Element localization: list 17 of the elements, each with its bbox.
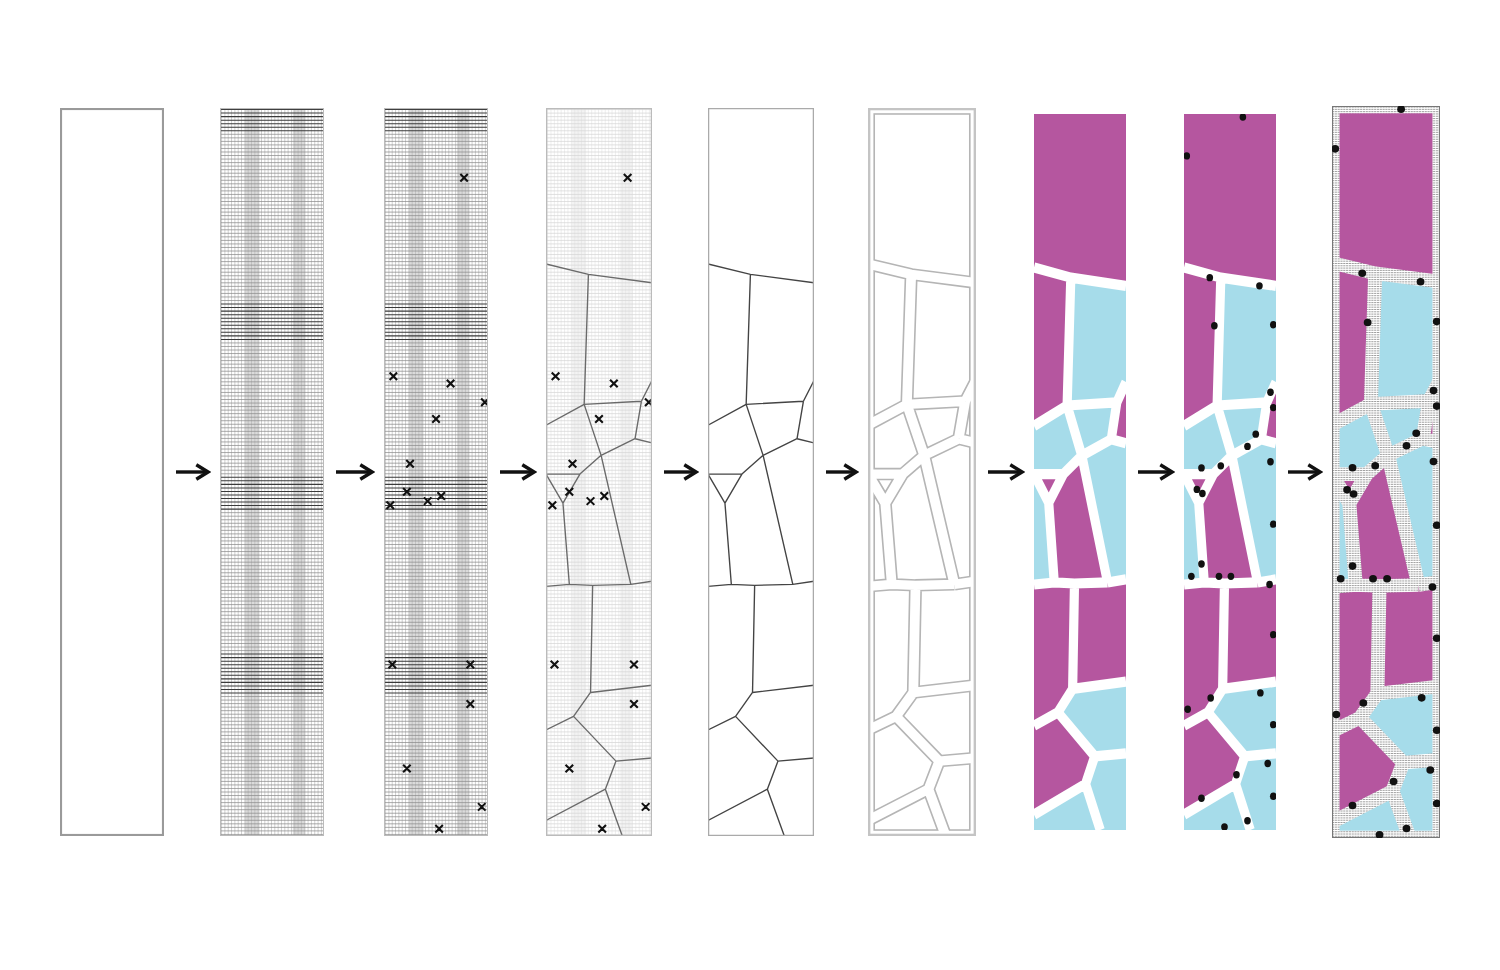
colored-cell-drawing [1034, 114, 1126, 830]
arrow [826, 463, 858, 481]
colored-cells-with-dots [1184, 114, 1276, 830]
arrow [176, 463, 210, 481]
arrow [664, 463, 698, 481]
cell-outline-drawing [868, 108, 976, 836]
arrow [1138, 463, 1174, 481]
grid-drawing [220, 108, 324, 836]
arrow [336, 463, 374, 481]
empty-rectangle [60, 108, 164, 836]
voronoi-diagram [708, 108, 814, 836]
colored-cells-on-hatching [1332, 106, 1440, 838]
arrow [1288, 463, 1322, 481]
arrow [988, 463, 1024, 481]
voronoi-diagram-with-points [546, 108, 652, 836]
grid-with-points-drawing [384, 108, 488, 836]
arrow [500, 463, 536, 481]
